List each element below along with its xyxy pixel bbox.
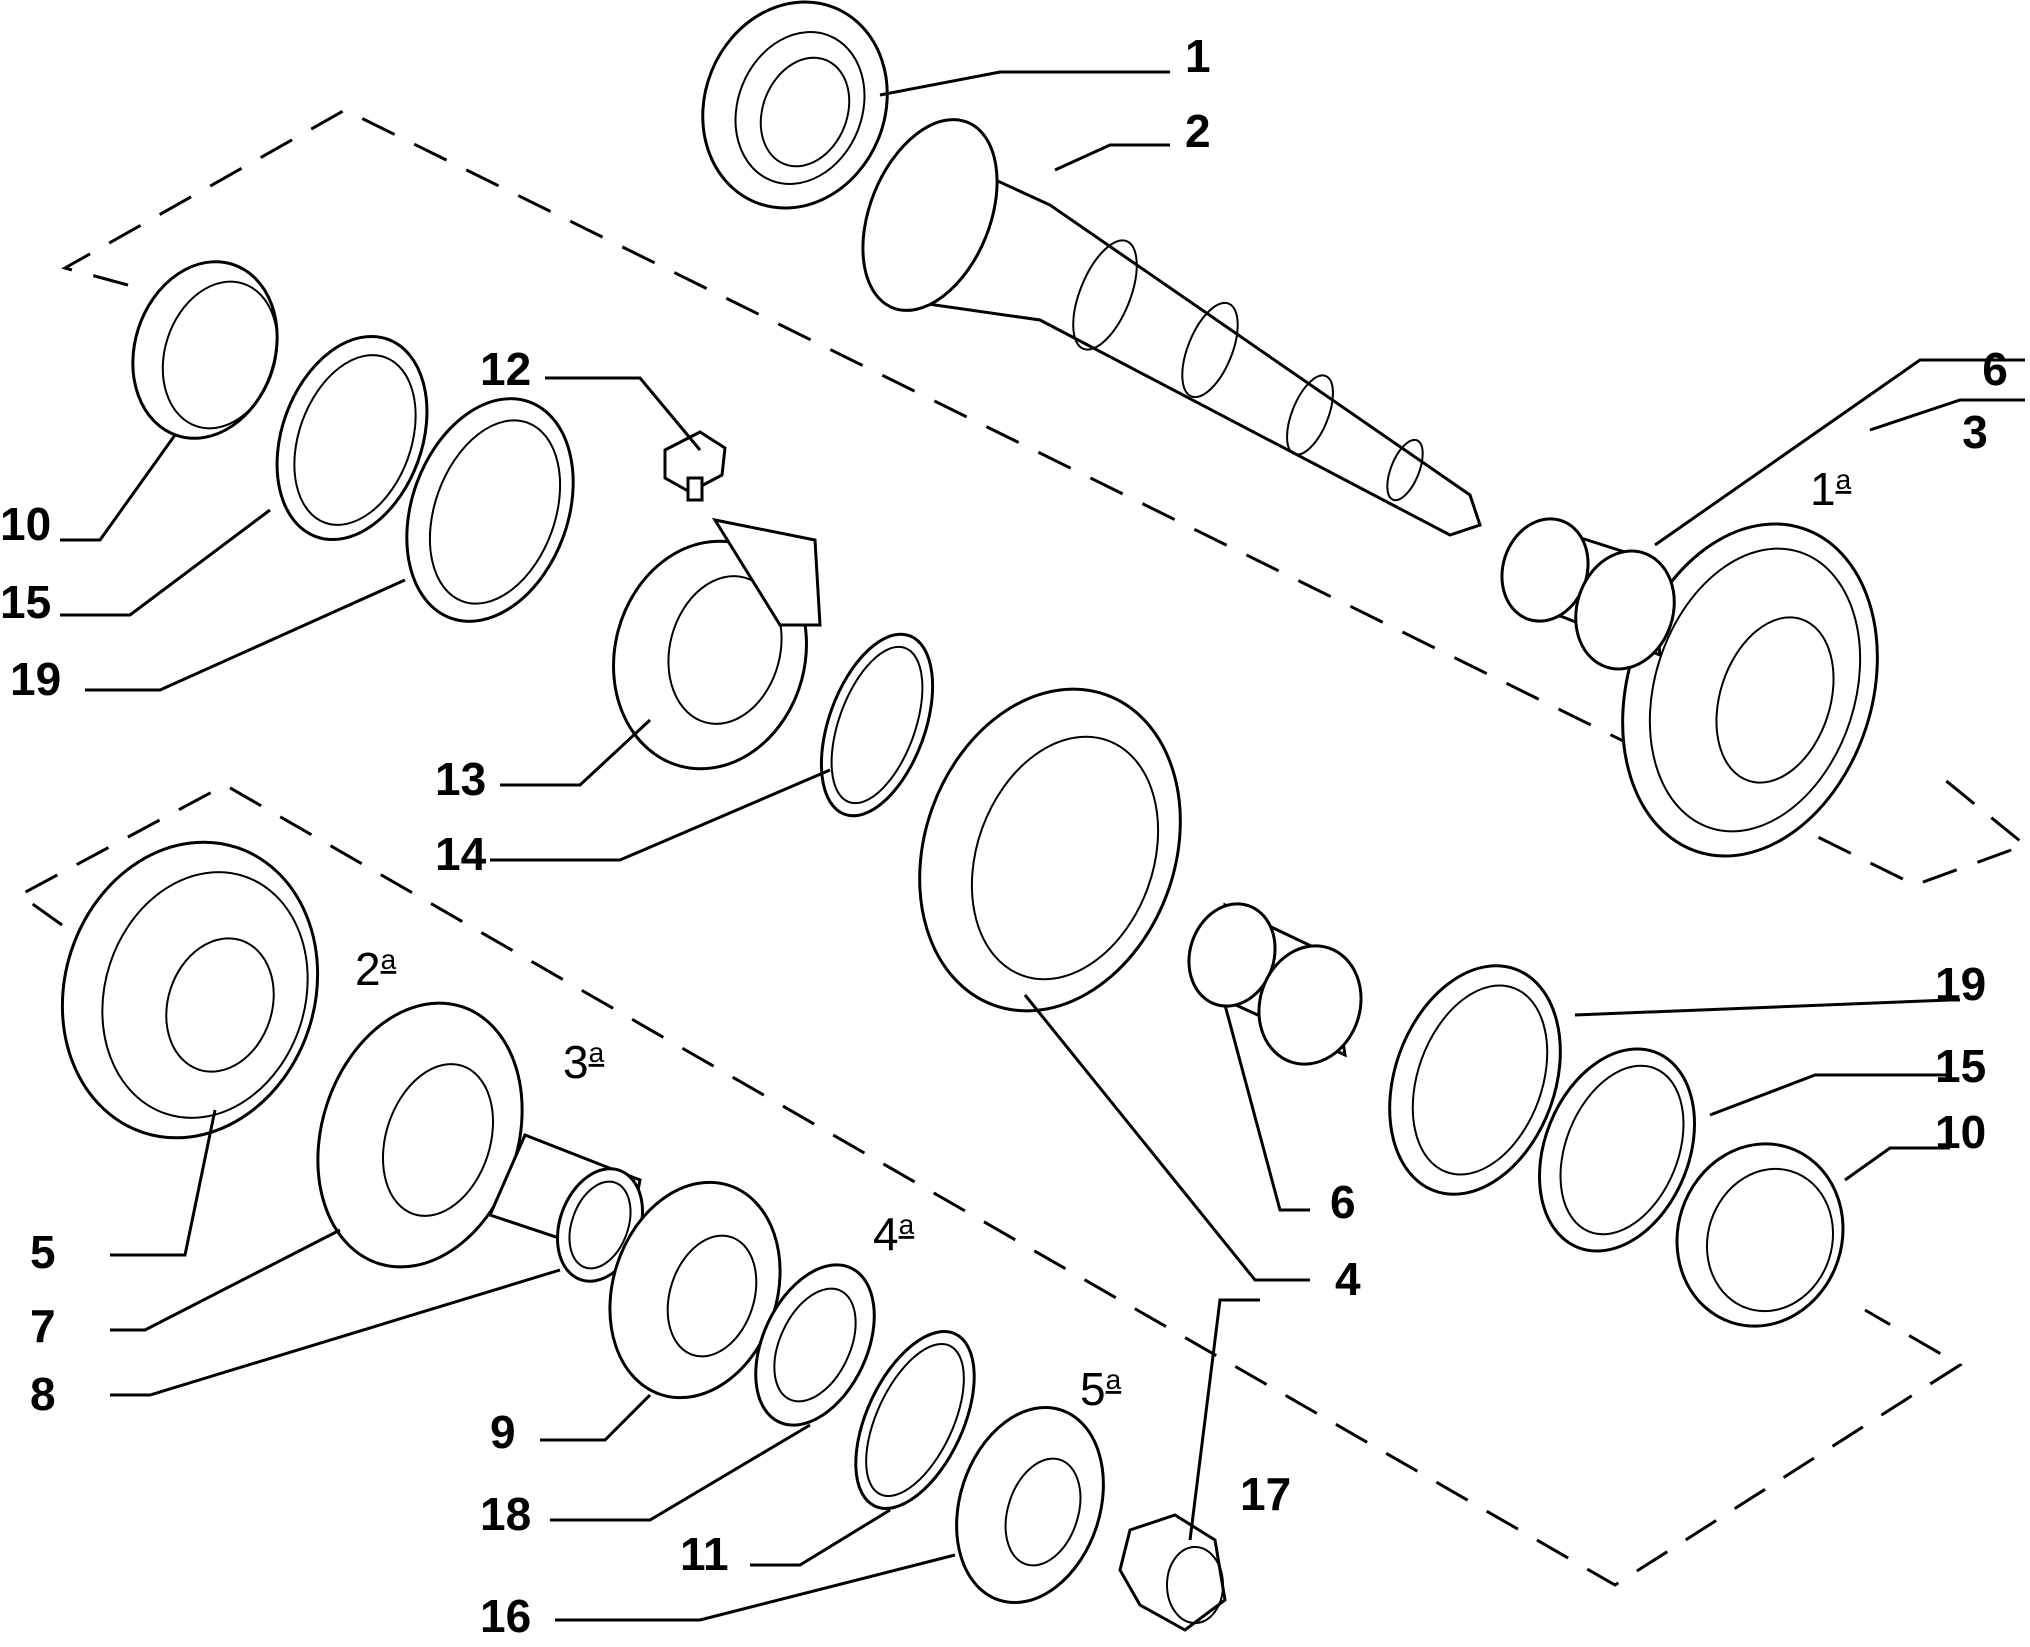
part-bearing-1 bbox=[701, 0, 889, 210]
part-synchro-cone-19-lower bbox=[1388, 964, 1562, 1196]
callout-10-upper: 10 bbox=[0, 498, 51, 550]
leader-lines bbox=[60, 70, 2025, 1622]
callout-10-lower: 10 bbox=[1935, 1106, 1986, 1158]
callout-7: 7 bbox=[30, 1300, 56, 1352]
part-key-12 bbox=[663, 430, 727, 502]
gear-label-4: 4a bbox=[873, 1208, 915, 1260]
gear-label-1: 1a bbox=[1810, 463, 1852, 515]
callout-19-upper: 19 bbox=[10, 653, 61, 705]
callout-6-upper: 6 bbox=[1982, 343, 2008, 395]
part-snap-ring-14 bbox=[819, 632, 935, 818]
callout-15-upper: 15 bbox=[0, 576, 51, 628]
callout-11: 11 bbox=[680, 1528, 729, 1580]
part-circlip-11 bbox=[854, 1330, 976, 1510]
callout-18: 18 bbox=[480, 1488, 531, 1540]
callout-17: 17 bbox=[1240, 1468, 1291, 1520]
part-synchro-hub-13 bbox=[612, 517, 822, 771]
gear-label-3: 3a bbox=[563, 1036, 605, 1088]
part-main-shaft-2 bbox=[861, 118, 1482, 537]
part-needle-bearing-6-upper bbox=[1500, 517, 1676, 671]
part-disk-18 bbox=[754, 1263, 876, 1427]
part-sleeve-4 bbox=[918, 687, 1182, 1013]
gear-label-2: 2a bbox=[355, 943, 397, 995]
part-third-gear-7 bbox=[316, 1001, 524, 1269]
part-fifth-gear-16 bbox=[955, 1405, 1105, 1605]
callout-6-lower: 6 bbox=[1330, 1176, 1356, 1228]
gear-ordinal-labels: 1a 2a 3a 4a 5a bbox=[355, 463, 1852, 1415]
callout-5: 5 bbox=[30, 1226, 56, 1278]
part-synchro-ring-10-upper bbox=[131, 260, 279, 440]
callout-3: 3 bbox=[1962, 406, 1988, 458]
part-nut-17 bbox=[1118, 1513, 1227, 1632]
callout-labels: 1 2 3 4 5 6 6 7 8 9 10 10 11 12 13 14 15… bbox=[0, 30, 2008, 1642]
gear-label-5: 5a bbox=[1080, 1363, 1122, 1415]
callout-19-lower: 19 bbox=[1935, 958, 1986, 1010]
callout-2: 2 bbox=[1185, 105, 1211, 157]
callout-1: 1 bbox=[1185, 30, 1211, 82]
part-second-gear-5 bbox=[60, 840, 320, 1140]
callout-9: 9 bbox=[490, 1406, 516, 1458]
part-synchro-ring-10-lower bbox=[1675, 1142, 1845, 1328]
assembly-group-outlines bbox=[17, 108, 2029, 1587]
part-ring-15-lower bbox=[1538, 1047, 1696, 1253]
callout-15-lower: 15 bbox=[1935, 1040, 1986, 1092]
part-synchro-cone-19-upper bbox=[405, 397, 575, 623]
callout-13: 13 bbox=[435, 753, 486, 805]
callout-16: 16 bbox=[480, 1590, 531, 1642]
part-ring-15-upper bbox=[275, 334, 429, 542]
upper-group-outline bbox=[61, 108, 2029, 887]
part-needle-bearing-6-lower bbox=[1187, 902, 1363, 1066]
callout-8: 8 bbox=[30, 1368, 56, 1420]
callout-12: 12 bbox=[480, 343, 531, 395]
callout-4: 4 bbox=[1335, 1253, 1361, 1305]
callout-14: 14 bbox=[435, 828, 487, 880]
